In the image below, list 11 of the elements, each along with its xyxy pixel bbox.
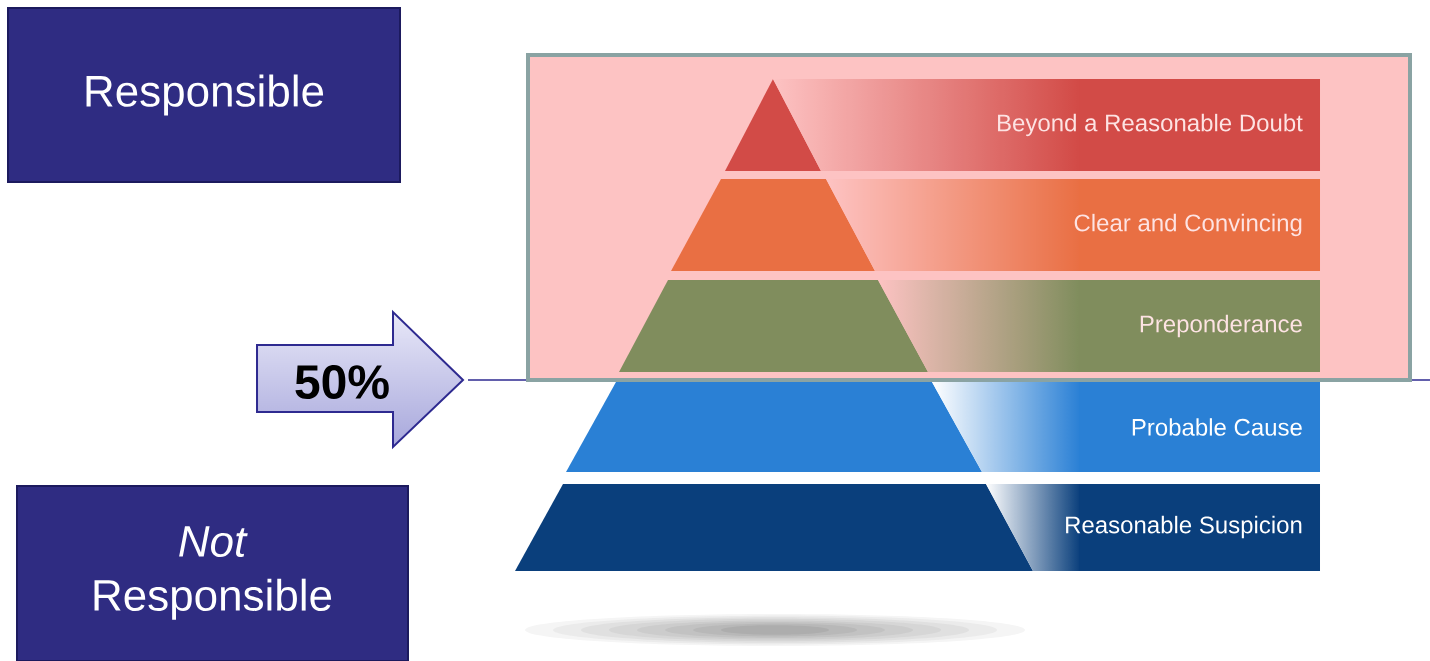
- pyramid-tier: Probable Cause: [566, 382, 1320, 472]
- pyramid-tier: Clear and Convincing: [671, 179, 1320, 271]
- label-box: Not Responsible: [16, 485, 409, 661]
- label-box: Responsible: [7, 7, 401, 183]
- pyramid-tier: Reasonable Suspicion: [515, 484, 1320, 571]
- node-label: Clear and Convincing: [1074, 213, 1302, 237]
- node-label: Probable Cause: [1132, 418, 1302, 436]
- pyramid-tier: Beyond a Reasonable Doubt: [725, 79, 1320, 171]
- pyramid-tier: Preponderance: [619, 280, 1320, 372]
- node-label: Reasonable Suspicion: [1066, 515, 1302, 539]
- node-label: Preponderance: [1140, 314, 1302, 338]
